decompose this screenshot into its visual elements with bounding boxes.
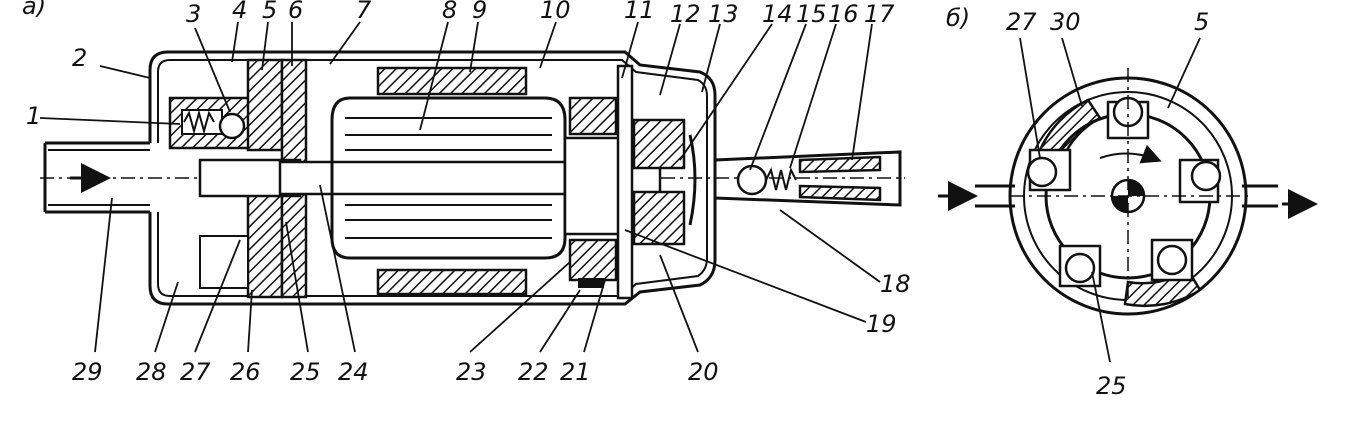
callout-15: 15 xyxy=(796,0,827,28)
callout-26: 26 xyxy=(230,358,261,386)
outlet-port xyxy=(1242,184,1278,208)
bearing-bottom xyxy=(632,190,686,246)
callout-8: 8 xyxy=(442,0,457,24)
callout-labels: а) б) 1 2 3 4 5 6 7 8 9 10 11 12 13 14 1… xyxy=(22,0,1209,400)
outlet-pipe xyxy=(714,150,902,207)
leader-lines xyxy=(39,21,1201,363)
callout-b-5: 5 xyxy=(1194,8,1209,36)
callout-25: 25 xyxy=(290,358,321,386)
callout-22: 22 xyxy=(518,358,549,386)
bearing-top xyxy=(632,118,686,170)
check-valve-seat xyxy=(688,134,697,226)
callout-20: 20 xyxy=(688,358,719,386)
pump-plate-left xyxy=(246,58,284,152)
callout-27: 27 xyxy=(180,358,211,386)
callout-6: 6 xyxy=(288,0,303,24)
callout-b-30: 30 xyxy=(1050,8,1081,36)
callout-23: 23 xyxy=(456,358,487,386)
end-cover-plate xyxy=(616,64,634,300)
callout-3: 3 xyxy=(186,0,201,28)
panel-a-section xyxy=(40,50,905,306)
callout-18: 18 xyxy=(880,270,911,298)
callout-24: 24 xyxy=(338,358,369,386)
magnet-bottom xyxy=(376,268,528,296)
callout-1: 1 xyxy=(26,102,41,130)
callout-14: 14 xyxy=(762,0,793,28)
callout-29: 29 xyxy=(72,358,103,386)
callout-4: 4 xyxy=(232,0,247,24)
callout-7: 7 xyxy=(356,0,372,24)
callout-11: 11 xyxy=(624,0,655,24)
armature xyxy=(330,96,567,260)
inlet-port xyxy=(975,184,1015,208)
callout-9: 9 xyxy=(472,0,487,24)
commutator xyxy=(563,136,627,236)
armature-slots xyxy=(345,117,552,239)
callout-21: 21 xyxy=(560,358,591,386)
panel-b-section xyxy=(938,68,1318,316)
check-spring xyxy=(765,167,797,191)
check-ball xyxy=(736,164,768,196)
callout-12: 12 xyxy=(670,0,701,28)
callout-10: 10 xyxy=(540,0,571,24)
pump-housing xyxy=(148,50,717,306)
panel-a-label: а) xyxy=(22,0,46,20)
callout-16: 16 xyxy=(828,0,859,28)
rotation-arrow xyxy=(1099,144,1162,164)
inlet-pipe xyxy=(43,141,150,214)
relief-spring xyxy=(183,109,215,135)
callout-28: 28 xyxy=(136,358,167,386)
callout-b-27: 27 xyxy=(1006,8,1037,36)
pump-stator-top-left xyxy=(1038,98,1102,162)
callout-17: 17 xyxy=(864,0,895,28)
callout-b-25: 25 xyxy=(1096,372,1127,400)
callout-5: 5 xyxy=(262,0,277,24)
callout-19: 19 xyxy=(866,310,897,338)
callout-2: 2 xyxy=(72,44,87,72)
relief-ball xyxy=(218,112,246,140)
pump-plate-left-lower xyxy=(246,193,284,299)
brush-bottom xyxy=(568,238,618,282)
brush-top xyxy=(568,96,618,136)
brush-contact xyxy=(578,278,604,288)
callout-13: 13 xyxy=(708,0,739,28)
panel-b-label: б) xyxy=(946,4,970,32)
magnet-top xyxy=(376,66,528,96)
